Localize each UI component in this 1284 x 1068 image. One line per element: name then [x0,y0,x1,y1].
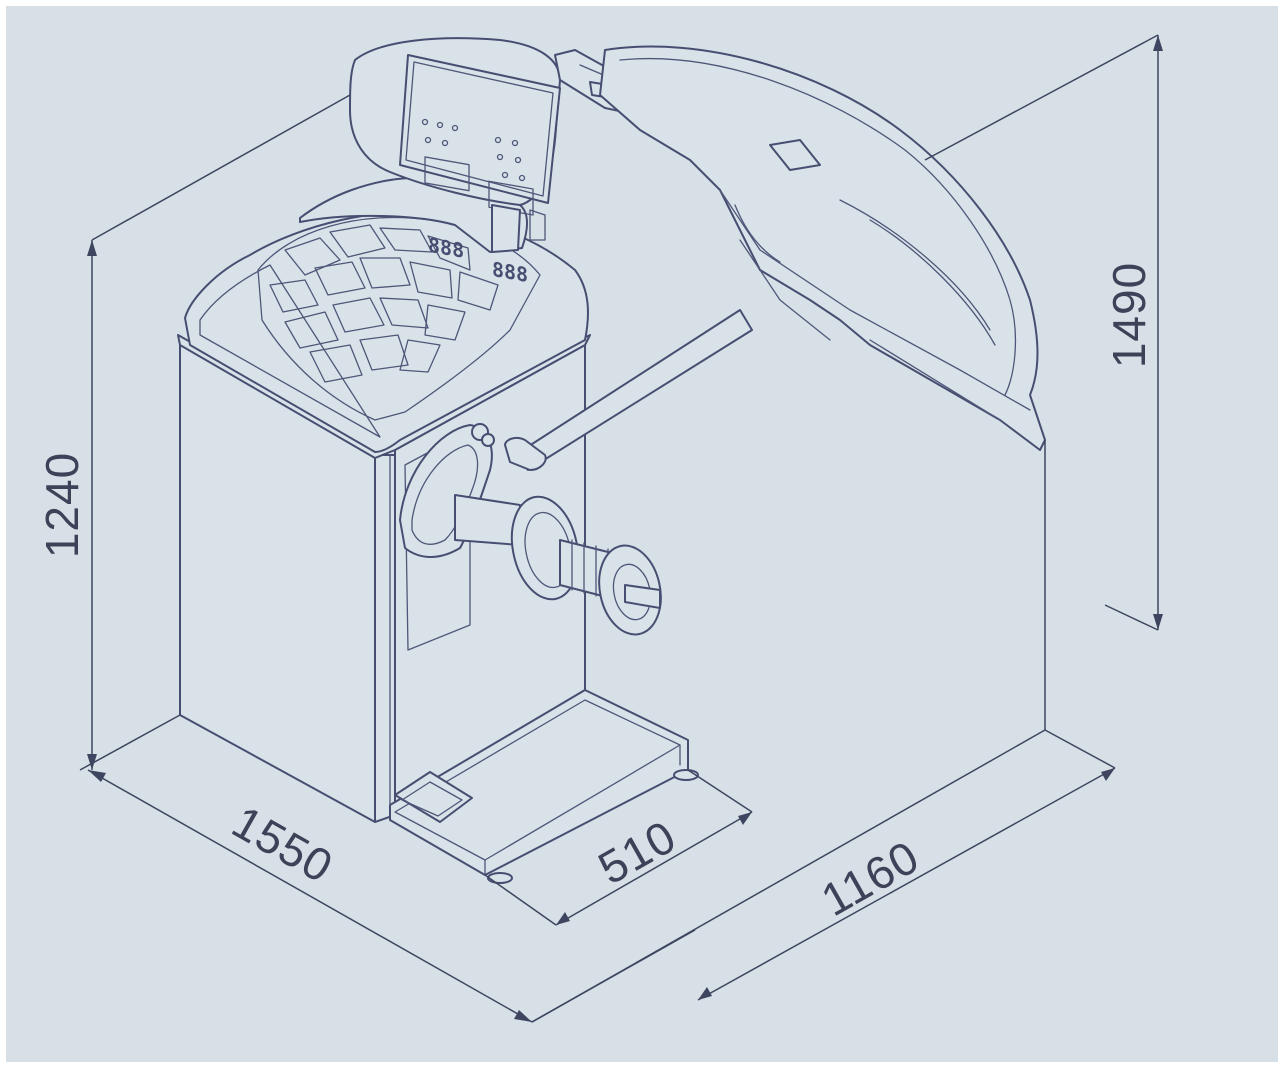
weight-tray-cover [184,211,589,453]
wheel-guard [504,45,1046,471]
wheel-balancer-machine: 888 888 [177,37,1046,884]
console-buttons [421,118,526,182]
tray-compartments [269,224,499,383]
balancer-shaft-assembly [399,423,662,651]
display-console: 888 888 [299,37,561,287]
dimension-1240: 1240 [36,94,351,771]
dimension-1240-label: 1240 [36,452,88,558]
dimension-1490-label: 1490 [1103,262,1155,368]
dimension-1490: 1490 [924,34,1163,631]
